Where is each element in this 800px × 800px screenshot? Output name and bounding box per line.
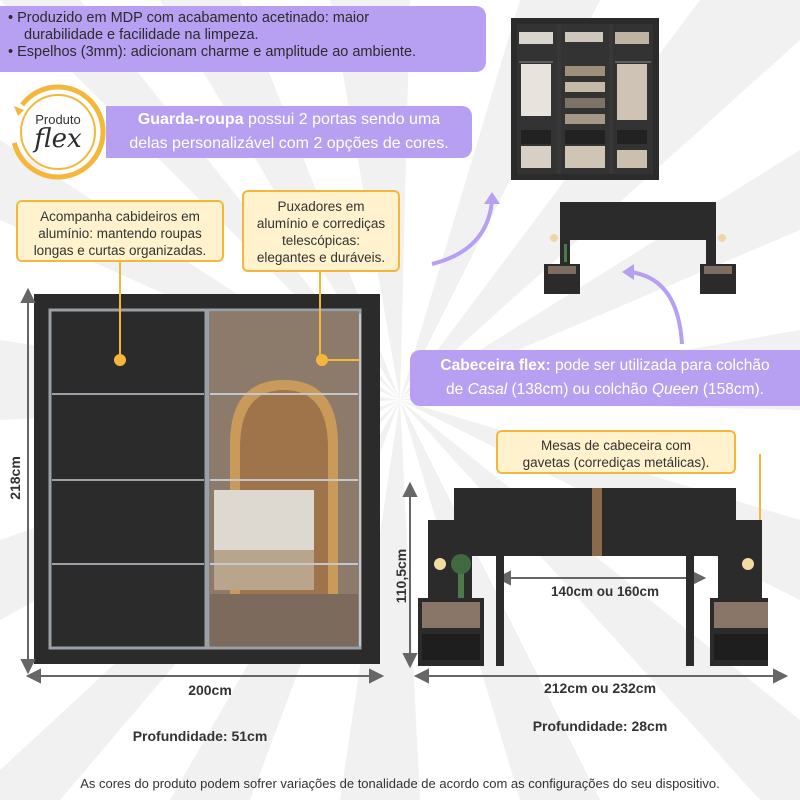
headboard-callout-bold: Cabeceira flex: bbox=[440, 357, 551, 374]
headboard-height-label: 110,5cm bbox=[393, 548, 409, 604]
wardrobe-width-label: 200cm bbox=[188, 682, 232, 698]
arrow-to-wardrobe-icon bbox=[431, 192, 500, 266]
disclaimer: As cores do produto podem sofrer variaçõ… bbox=[80, 776, 720, 791]
headboard-large-image bbox=[418, 488, 768, 666]
callout-cabideiros: Acompanha cabideiros em alumínio: manten… bbox=[16, 200, 224, 262]
wardrobe-callout-text: possui 2 portas sendo uma bbox=[243, 111, 441, 128]
headboard-depth-label: Profundidade: 28cm bbox=[532, 718, 668, 734]
feature-item: • Produzido em MDP com acabamento acetin… bbox=[8, 10, 370, 26]
bullet-icon: • bbox=[8, 44, 14, 60]
wardrobe-interior-image bbox=[511, 18, 659, 180]
wardrobe-callout: Guarda-roupa possui 2 portas sendo uma d… bbox=[106, 106, 472, 158]
features-box: • Produzido em MDP com acabamento acetin… bbox=[0, 6, 486, 72]
callout-puxadores: Puxadores em alumínio e corrediças teles… bbox=[242, 190, 400, 272]
headboard-callout: Cabeceira flex: pode ser utilizada para … bbox=[410, 350, 800, 406]
headboard-small-image bbox=[544, 202, 736, 294]
badge-label-top: Produto bbox=[35, 112, 81, 127]
headboard-width-label: 212cm ou 232cm bbox=[543, 680, 657, 696]
bullet-icon: • bbox=[8, 10, 14, 26]
badge-label-bottom: flex bbox=[34, 124, 82, 154]
bed-width-label: 140cm ou 160cm bbox=[550, 584, 660, 599]
feature-item: • Espelhos (3mm): adicionam charme e amp… bbox=[8, 44, 417, 60]
wardrobe-height-label: 218cm bbox=[7, 456, 23, 500]
arrow-to-headboard-icon bbox=[622, 264, 684, 345]
wardrobe-callout-line2: delas personalizável com 2 opções de cor… bbox=[129, 135, 449, 152]
feature-item-continued: durabilidade e facilidade na limpeza. bbox=[24, 27, 259, 43]
produto-flex-badge bbox=[10, 84, 106, 180]
wardrobe-callout-bold: Guarda-roupa bbox=[137, 111, 244, 128]
wardrobe-front-image bbox=[34, 294, 380, 664]
callout-mesas: Mesas de cabeceira com gavetas (corrediç… bbox=[496, 430, 736, 474]
wardrobe-depth-label: Profundidade: 51cm bbox=[132, 728, 268, 744]
